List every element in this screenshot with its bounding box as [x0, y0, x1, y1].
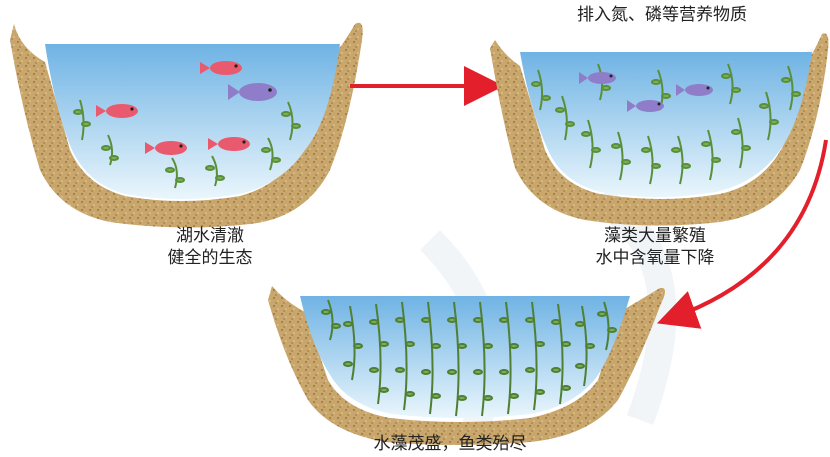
stage1-label: 湖水清澈 健全的生态 [120, 225, 300, 269]
pond-algae-bloom [490, 33, 828, 225]
stage3-caption: 水藻茂盛，鱼类殆尽 [330, 433, 570, 455]
stage1-line1: 湖水清澈 [120, 225, 300, 247]
stage2-caption-top: 排入氮、磷等营养物质 [512, 4, 812, 26]
stage2-label: 藻类大量繁殖 水中含氧量下降 [555, 225, 755, 269]
pond-healthy [10, 23, 363, 228]
stage2-line1: 藻类大量繁殖 [555, 225, 755, 247]
stage2-line2: 水中含氧量下降 [555, 247, 755, 269]
stage1-line2: 健全的生态 [120, 247, 300, 269]
